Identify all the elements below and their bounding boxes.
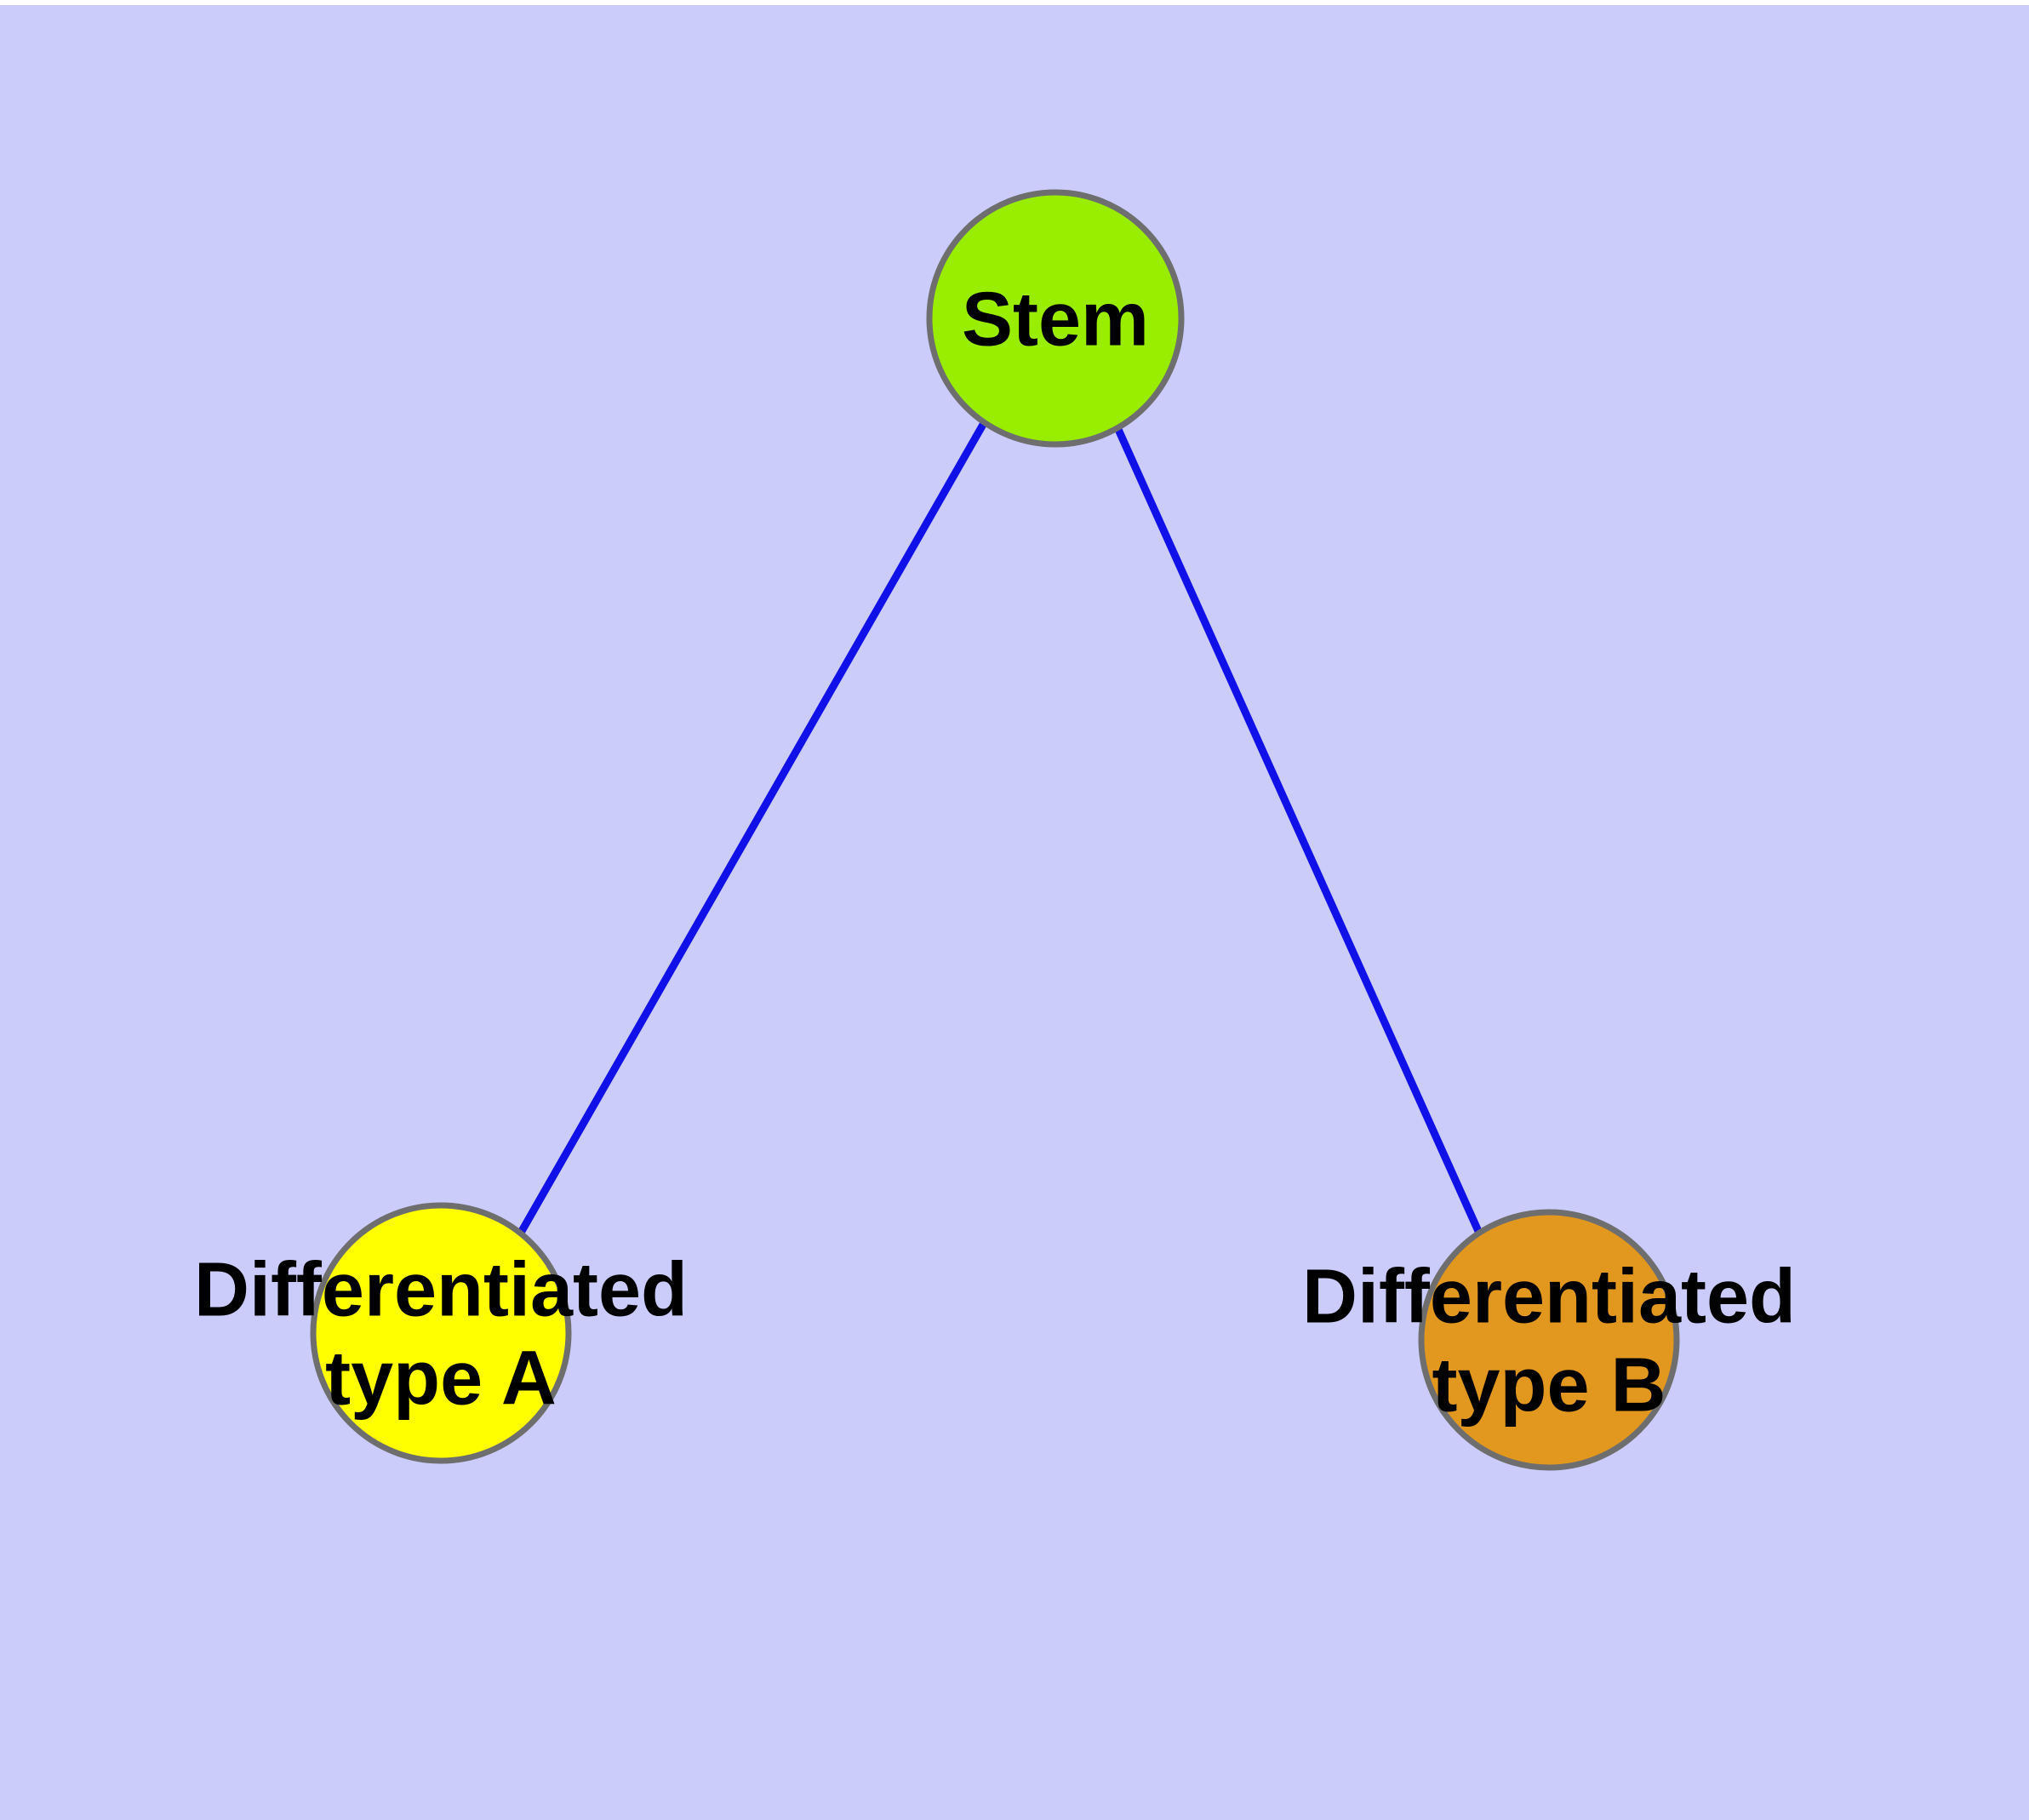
edge-layer xyxy=(517,421,1485,1239)
node-differentiated-type-a-circle[interactable] xyxy=(310,1202,572,1464)
node-stem-label: Stem xyxy=(962,278,1149,363)
edge-stem-to-differentiated-type-b[interactable] xyxy=(1112,424,1485,1239)
node-stem[interactable]: Stem xyxy=(926,189,1185,448)
node-stem-circle[interactable] xyxy=(926,189,1185,448)
edge-stem-to-differentiated-type-a[interactable] xyxy=(517,421,987,1235)
node-differentiated-type-b-circle[interactable] xyxy=(1418,1209,1680,1471)
